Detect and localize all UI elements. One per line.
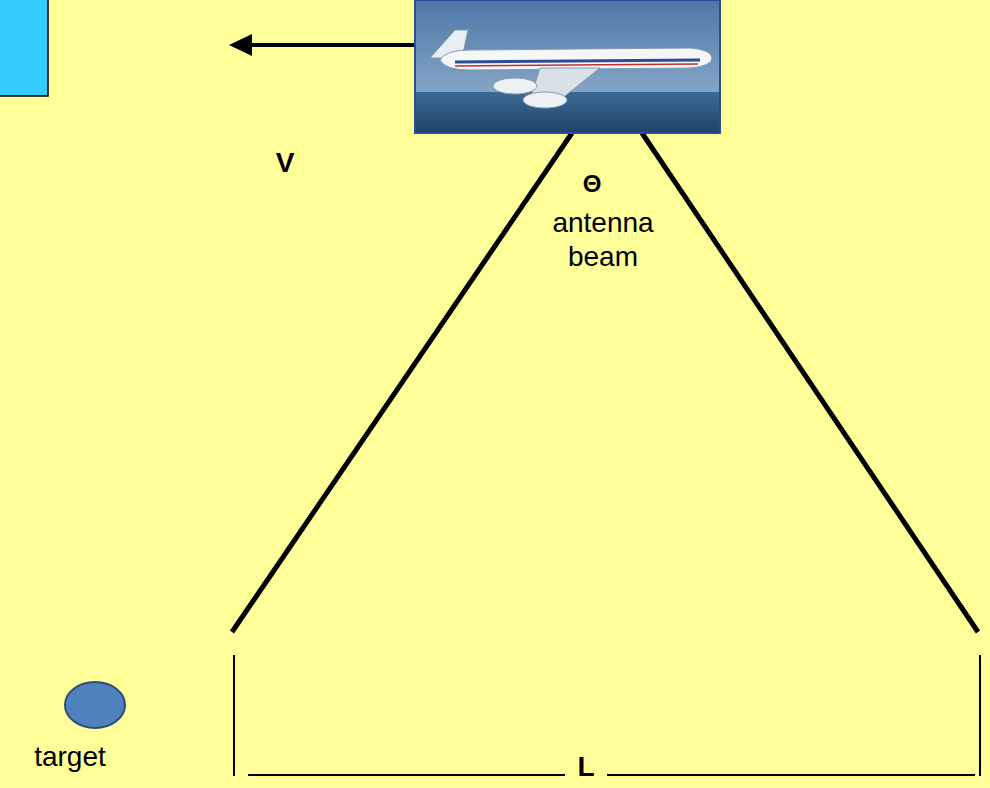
beam-lines (232, 133, 978, 632)
blue-square (0, 0, 48, 96)
length-label: L (566, 750, 606, 784)
dimension-line (234, 655, 980, 776)
angle-label: Θ (572, 170, 612, 199)
velocity-label: V (255, 146, 315, 180)
velocity-arrow (229, 34, 415, 56)
airplane-photo (415, 0, 720, 133)
target-label: target (10, 740, 130, 774)
target-symbol (65, 682, 125, 728)
beam-label: antenna beam (528, 206, 678, 273)
